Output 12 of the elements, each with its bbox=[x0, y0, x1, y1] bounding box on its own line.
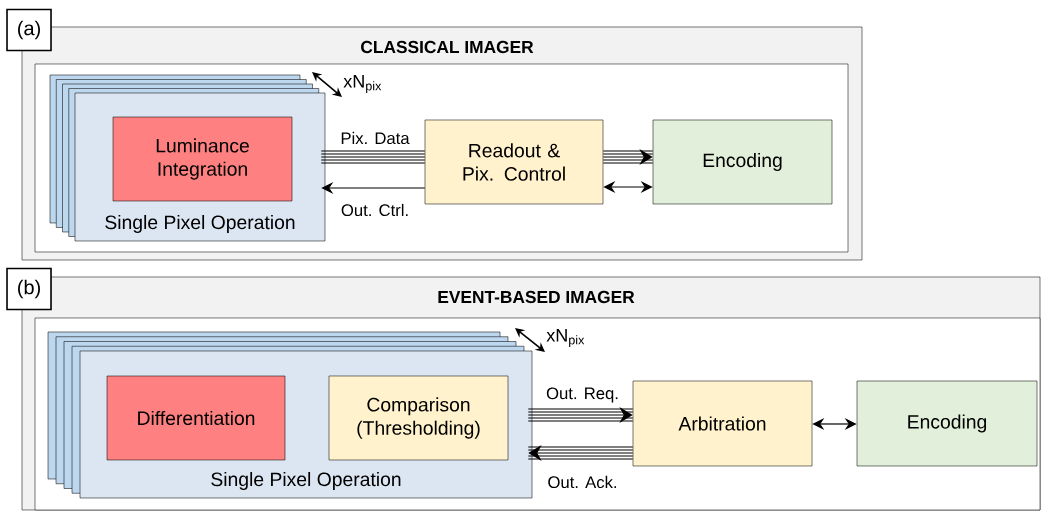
block-box: Arbitration bbox=[632, 380, 813, 467]
block-box: Readout & Pix. Control bbox=[424, 119, 604, 205]
panel-title: CLASSICAL IMAGER bbox=[361, 40, 534, 54]
block-box: Encoding bbox=[856, 380, 1038, 467]
block-box: Encoding bbox=[652, 119, 833, 205]
pixel-count: xN$_{pix}$ bbox=[343, 75, 382, 93]
signal-bus bbox=[320, 150, 426, 164]
pixel-count: xN$_{pix}$ bbox=[546, 329, 585, 347]
edge-label: Out. Req. bbox=[544, 386, 621, 404]
panel-tag: (b) bbox=[6, 267, 52, 311]
panel-title: EVENT-BASED IMAGER bbox=[438, 290, 635, 304]
panel-tag: (a) bbox=[6, 8, 52, 52]
